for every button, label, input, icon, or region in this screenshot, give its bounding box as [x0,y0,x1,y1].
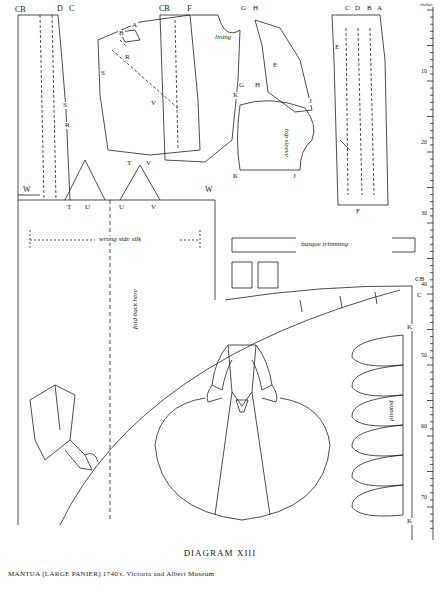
trimming-strip [232,238,415,252]
flounce-scallops [352,335,403,516]
point-letter: CB [14,6,27,14]
side-piece [98,15,200,155]
piece-note: fold back here [132,288,139,330]
point-letter: G [238,82,245,89]
sleeve-piece [238,101,314,170]
point-letter: T [66,204,72,211]
point-letter: C [68,5,75,13]
point-letter: E [272,62,278,69]
pleat-fold [65,160,160,200]
piece-note: top sleeve [283,128,290,158]
piece-note: wrong side silk [98,236,142,243]
point-letter: A [131,22,138,29]
point-letter: T [126,160,132,167]
arrow-line [18,195,40,196]
point-letter: V [150,204,157,211]
point-letter: F [186,5,192,13]
front-piece [332,15,388,205]
point-letter: E [334,44,340,51]
seam-line [346,28,374,195]
point-letter: K [232,173,239,180]
point-letter: V [150,100,157,107]
seam-line [40,15,56,200]
point-letter: 30 [420,210,428,216]
point-letter: C [344,5,351,12]
point-letter: 10 [420,68,428,74]
point-letter: H [254,82,261,89]
point-letter: J [292,173,297,180]
piece-note: basque trimming [300,241,349,248]
fold-line [110,200,111,520]
point-letter: D [354,5,361,12]
point-letter: K [232,92,239,99]
point-letter: V [145,160,152,167]
point-letter: C [416,292,423,299]
diagram-title: DIAGRAM XIII [0,548,440,558]
point-letter: J [308,98,313,105]
piece-note: pleated [388,399,395,422]
point-letter: 70 [420,494,428,500]
point-letter: G [240,5,247,12]
point-letter: S [100,70,106,77]
caption: MANTUA (LARGE PANIER) 1740's. Victoria a… [8,570,214,578]
point-letter: W [204,186,214,194]
point-letter: W [22,186,32,194]
point-letter: H [252,5,259,12]
point-letter: R [124,54,131,61]
point-letter: K [406,324,413,331]
ruler-ticks [427,10,433,528]
skirt-piece [60,286,412,540]
point-letter: A [376,5,383,12]
seam-line [112,40,180,110]
point-letter: S [62,102,68,109]
point-letter: B [366,5,373,12]
piece-note: lining [214,34,232,41]
piece-note: inches [419,2,434,7]
trimming-piece [232,262,278,288]
dimension-line [30,230,200,250]
point-letter: 40 [420,281,428,287]
point-letter: B [118,30,125,37]
point-letter: U [84,204,91,211]
lining-piece [160,15,240,162]
back-piece [18,15,215,525]
shoulder-piece [255,20,312,112]
dress-figure [155,345,330,520]
point-letter: K [406,518,413,525]
point-letter: F [355,208,361,215]
point-letter: D [56,5,64,13]
point-letter: 50 [420,352,428,358]
point-letter: CB [158,5,171,13]
bodice-sketch [30,385,98,470]
seam-line [175,20,178,150]
point-letter: R [64,122,71,129]
point-letter: U [118,204,125,211]
point-letter: 20 [420,139,428,145]
point-letter: 60 [420,423,428,429]
pleat-mark [300,292,377,312]
arrow-line [340,140,350,150]
